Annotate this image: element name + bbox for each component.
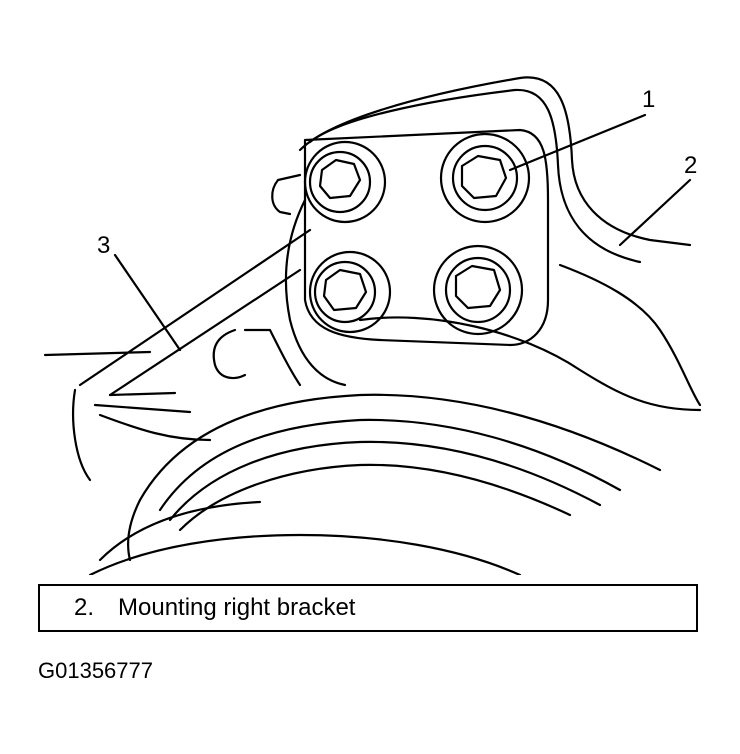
cylinder-ring-3 (178, 463, 572, 532)
leader-2 (618, 178, 692, 247)
cylinder-ring-2 (168, 440, 602, 522)
bolt-top-right-head (460, 154, 508, 200)
lower-left-ledge (98, 413, 212, 442)
horizontal-line (43, 350, 152, 357)
bolt-bottom-right-flange (444, 256, 512, 324)
lower-housing (358, 316, 702, 412)
cylinder-lower (98, 500, 262, 562)
cylinder-left-edge (126, 498, 142, 562)
left-stud (212, 328, 247, 380)
bolt-bottom-left-flange (313, 260, 377, 324)
bolt-top-right-flange (451, 144, 519, 212)
right-housing (558, 263, 702, 407)
bracket-illustration: 1 2 3 (43, 76, 702, 577)
bolt-bottom-right-head (454, 264, 502, 310)
cylinder-bottom (88, 533, 522, 577)
callout-2: 2 (684, 152, 698, 179)
leader-3 (113, 253, 182, 352)
lower-left-panel (93, 391, 192, 414)
bolt-bottom-left-washer (308, 250, 392, 334)
bolt-top-left-flange (308, 150, 372, 214)
bolt-bottom-left-head (322, 268, 368, 312)
left-bracket-arm (284, 198, 347, 387)
figure-id: G01356777 (38, 658, 153, 683)
bracket-drawing-icon (43, 76, 702, 577)
cylinder-top (138, 393, 662, 502)
frame-outline (298, 76, 692, 247)
caption-box: 2. Mounting right bracket (38, 584, 698, 632)
bolt-top-right-washer (439, 132, 531, 224)
left-arm-lower (243, 328, 302, 387)
bolt-bottom-right-washer (432, 244, 524, 336)
bolt-top-left-head (318, 158, 362, 200)
leader-1 (508, 113, 647, 172)
lower-left-body (72, 388, 92, 482)
caption-number: 2. (74, 594, 95, 621)
bolt-top-left-washer (303, 140, 387, 224)
caption-text: Mounting right bracket (118, 594, 356, 621)
cylinder-ring-1 (158, 418, 622, 512)
bracket-plate (303, 128, 550, 347)
left-tab (271, 173, 302, 216)
frame-inner-outline (308, 88, 642, 264)
diagonal-member (78, 228, 312, 387)
diagonal-member-2 (108, 268, 302, 397)
callout-1: 1 (642, 86, 656, 113)
callout-3: 3 (97, 232, 111, 259)
